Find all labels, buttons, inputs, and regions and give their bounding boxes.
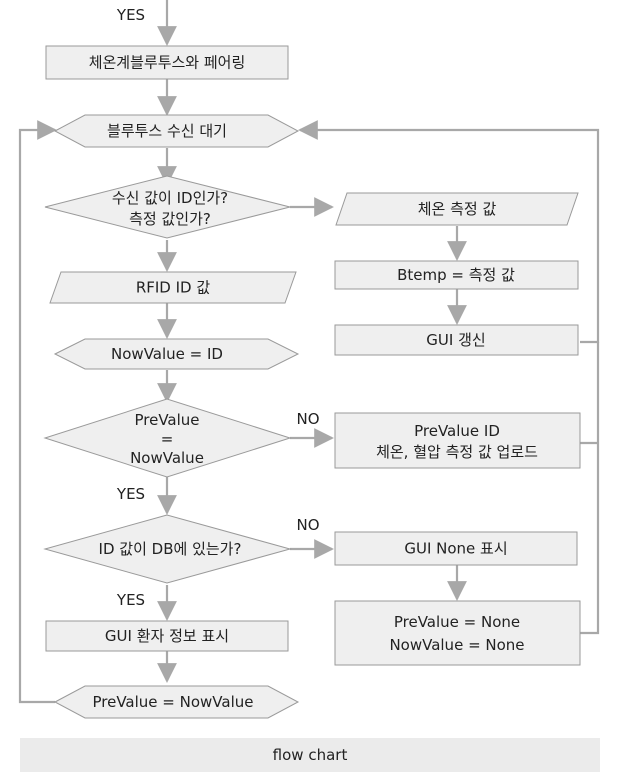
check-line2: 측정 값인가? — [129, 210, 211, 228]
node-compare-decision: PreValue = NowValue — [43, 398, 292, 478]
caption-text: flow chart — [272, 746, 348, 764]
set-none-line1: PreValue = None — [394, 613, 520, 631]
node-gui-update: GUI 갱신 — [334, 324, 579, 356]
edge-loop-right — [298, 120, 600, 344]
node-upload: PreValue ID 체온, 혈압 측정 값 업로드 — [334, 412, 581, 469]
gui-update-text: GUI 갱신 — [426, 331, 485, 349]
node-check-decision: 수신 값이 ID인가? 측정 값인가? — [44, 175, 291, 239]
label-yes-top: YES — [116, 6, 145, 24]
node-wait: 블루투스 수신 대기 — [53, 114, 300, 148]
edge-setnone-return — [580, 342, 600, 635]
rfid-text: RFID ID 값 — [136, 279, 211, 297]
node-btemp: Btemp = 측정 값 — [334, 260, 579, 290]
label-yes-2: YES — [116, 485, 145, 503]
compare-line3: NowValue — [130, 449, 204, 467]
prevalue-set-text: PreValue = NowValue — [92, 693, 253, 711]
figure-caption: flow chart — [20, 738, 600, 772]
nowvalue-text: NowValue = ID — [111, 345, 223, 363]
wait-text: 블루투스 수신 대기 — [107, 122, 227, 140]
node-set-none: PreValue = None NowValue = None — [334, 600, 581, 666]
db-check-text: ID 값이 DB에 있는가? — [99, 540, 242, 558]
node-temp-value: 체온 측정 값 — [335, 192, 579, 226]
gui-none-text: GUI None 표시 — [404, 540, 507, 558]
compare-line1: PreValue — [134, 411, 199, 429]
btemp-text: Btemp = 측정 값 — [397, 266, 515, 284]
node-pairing: 체온계블루투스와 페어링 — [45, 45, 289, 80]
gui-patient-text: GUI 환자 정보 표시 — [105, 627, 229, 645]
check-line1: 수신 값이 ID인가? — [112, 189, 228, 207]
node-gui-none: GUI None 표시 — [334, 531, 578, 566]
edges — [18, 0, 600, 704]
set-none-line2: NowValue = None — [389, 636, 524, 654]
label-no-2: NO — [296, 516, 319, 534]
edge-loop-left — [18, 120, 57, 704]
pairing-text: 체온계블루투스와 페어링 — [89, 54, 246, 72]
node-nowvalue: NowValue = ID — [53, 338, 300, 370]
node-prevalue-set: PreValue = NowValue — [53, 685, 300, 719]
node-rfid: RFID ID 값 — [49, 271, 297, 304]
upload-line1: PreValue ID — [414, 422, 500, 440]
compare-line2: = — [161, 430, 174, 448]
label-no-1: NO — [296, 410, 319, 428]
node-gui-patient: GUI 환자 정보 표시 — [45, 620, 289, 652]
flowchart: YES 체온계블루투스와 페어링 블루투스 수신 대기 수신 값이 ID인가? … — [18, 0, 600, 719]
temp-value-text: 체온 측정 값 — [418, 200, 497, 218]
label-yes-3: YES — [116, 591, 145, 609]
upload-line2: 체온, 혈압 측정 값 업로드 — [376, 443, 538, 461]
node-db-decision: ID 값이 DB에 있는가? — [43, 514, 292, 584]
